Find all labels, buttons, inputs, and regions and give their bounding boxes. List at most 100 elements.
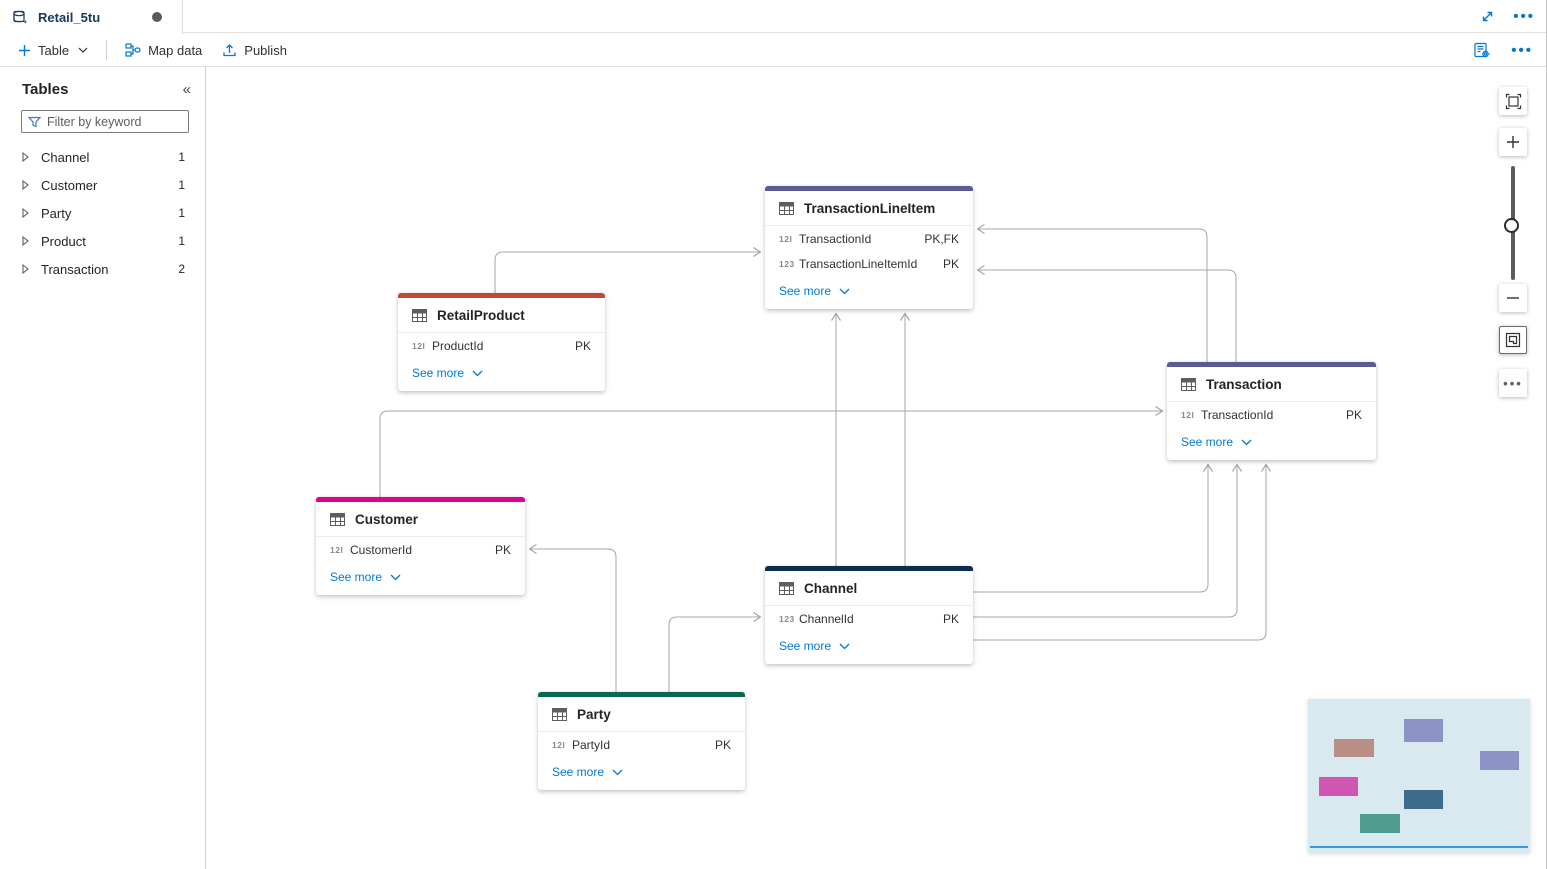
see-more-link[interactable]: See more bbox=[765, 631, 973, 664]
entity-color-strip bbox=[398, 293, 605, 298]
see-more-link[interactable]: See more bbox=[538, 757, 745, 790]
entity-header: Transaction bbox=[1167, 367, 1376, 402]
entity-title: Customer bbox=[355, 512, 419, 527]
publish-icon bbox=[222, 43, 237, 58]
unsaved-changes-dot bbox=[152, 12, 162, 22]
numeric-type-icon: 12l bbox=[1181, 410, 1195, 420]
entity-color-strip bbox=[316, 497, 525, 502]
numeric-type-icon: 123 bbox=[779, 614, 795, 624]
expand-chevron-icon[interactable] bbox=[22, 236, 29, 246]
add-table-label: Table bbox=[38, 42, 70, 58]
numeric-type-icon: 123 bbox=[779, 259, 795, 269]
expand-chevron-icon[interactable] bbox=[22, 152, 29, 162]
fit-to-screen-button[interactable] bbox=[1499, 87, 1527, 115]
minimap-toggle-button[interactable] bbox=[1499, 326, 1527, 354]
minimap-rect-Customer bbox=[1319, 777, 1358, 796]
minimap-viewport-line bbox=[1310, 846, 1528, 848]
tab-title: Retail_5tu bbox=[38, 9, 101, 25]
table-grid-icon bbox=[1181, 378, 1196, 391]
tab-bar-more-icon[interactable]: ••• bbox=[1513, 8, 1535, 25]
add-table-button[interactable]: Table bbox=[8, 34, 98, 66]
map-data-label: Map data bbox=[148, 42, 203, 58]
document-tab[interactable]: Retail_5tu bbox=[0, 0, 183, 34]
table-group-count: 1 bbox=[178, 206, 185, 220]
filter-input[interactable] bbox=[47, 114, 167, 129]
key-badge: PK bbox=[942, 257, 959, 271]
table-group-label: Party bbox=[41, 205, 72, 221]
map-data-button[interactable]: Map data bbox=[115, 34, 212, 66]
entity-header: TransactionLineItem bbox=[765, 191, 973, 226]
key-badge: PK bbox=[714, 738, 731, 752]
see-more-link[interactable]: See more bbox=[316, 562, 525, 595]
database-new-icon bbox=[12, 9, 29, 26]
see-more-link[interactable]: See more bbox=[398, 358, 605, 391]
publish-button[interactable]: Publish bbox=[212, 34, 297, 66]
table-group-label: Product bbox=[41, 233, 86, 249]
entity-color-strip bbox=[1167, 362, 1376, 367]
entity-title: Transaction bbox=[1206, 377, 1282, 392]
table-group-count: 2 bbox=[178, 262, 185, 276]
sidebar-item-party[interactable]: Party 1 bbox=[0, 199, 205, 227]
entity-header: Party bbox=[538, 697, 745, 732]
zoom-out-button[interactable] bbox=[1499, 284, 1527, 312]
collapse-sidebar-icon[interactable]: « bbox=[182, 81, 191, 98]
key-badge: PK bbox=[494, 543, 511, 557]
numeric-type-icon: 12l bbox=[412, 341, 426, 351]
minimap-rect-Party bbox=[1360, 814, 1400, 833]
entity-color-strip bbox=[765, 566, 973, 571]
toolbar-divider bbox=[106, 40, 108, 60]
key-badge: PK bbox=[1345, 408, 1362, 422]
sidebar-item-product[interactable]: Product 1 bbox=[0, 227, 205, 255]
toolbar-more-icon[interactable]: ••• bbox=[1511, 41, 1533, 59]
tables-sidebar: Tables « Channel1Customer1Party1Product1… bbox=[0, 67, 206, 869]
minimap[interactable] bbox=[1308, 699, 1530, 853]
table-group-count: 1 bbox=[178, 234, 185, 248]
table-grid-icon bbox=[779, 582, 794, 595]
table-grid-icon bbox=[779, 202, 794, 215]
key-badge: PK,FK bbox=[924, 232, 959, 246]
minimap-rect-Transaction bbox=[1480, 751, 1519, 770]
sidebar-item-transaction[interactable]: Transaction 2 bbox=[0, 255, 205, 283]
minimap-rect-TransactionLineItem bbox=[1404, 719, 1443, 742]
zoom-in-button[interactable] bbox=[1499, 128, 1527, 156]
see-more-link[interactable]: See more bbox=[1167, 427, 1376, 460]
canvas-more-button[interactable]: ••• bbox=[1499, 369, 1527, 397]
entity-header: RetailProduct bbox=[398, 298, 605, 333]
expand-window-icon[interactable] bbox=[1480, 9, 1495, 24]
table-group-label: Channel bbox=[41, 149, 90, 165]
expand-chevron-icon[interactable] bbox=[22, 264, 29, 274]
expand-chevron-icon[interactable] bbox=[22, 208, 29, 218]
key-badge: PK bbox=[942, 612, 959, 626]
expand-chevron-icon[interactable] bbox=[22, 180, 29, 190]
plus-icon bbox=[18, 44, 31, 57]
minimap-rect-RetailProduct bbox=[1334, 739, 1374, 757]
map-data-icon bbox=[125, 42, 141, 58]
see-more-link[interactable]: See more bbox=[765, 276, 973, 309]
properties-panel-icon[interactable] bbox=[1473, 42, 1491, 59]
sidebar-title: Tables bbox=[22, 81, 69, 98]
entity-color-strip bbox=[538, 692, 745, 697]
entity-header: Channel bbox=[765, 571, 973, 606]
numeric-type-icon: 12l bbox=[330, 545, 344, 555]
numeric-type-icon: 12l bbox=[552, 740, 566, 750]
table-group-label: Transaction bbox=[41, 261, 109, 277]
zoom-slider-thumb[interactable] bbox=[1504, 218, 1519, 233]
